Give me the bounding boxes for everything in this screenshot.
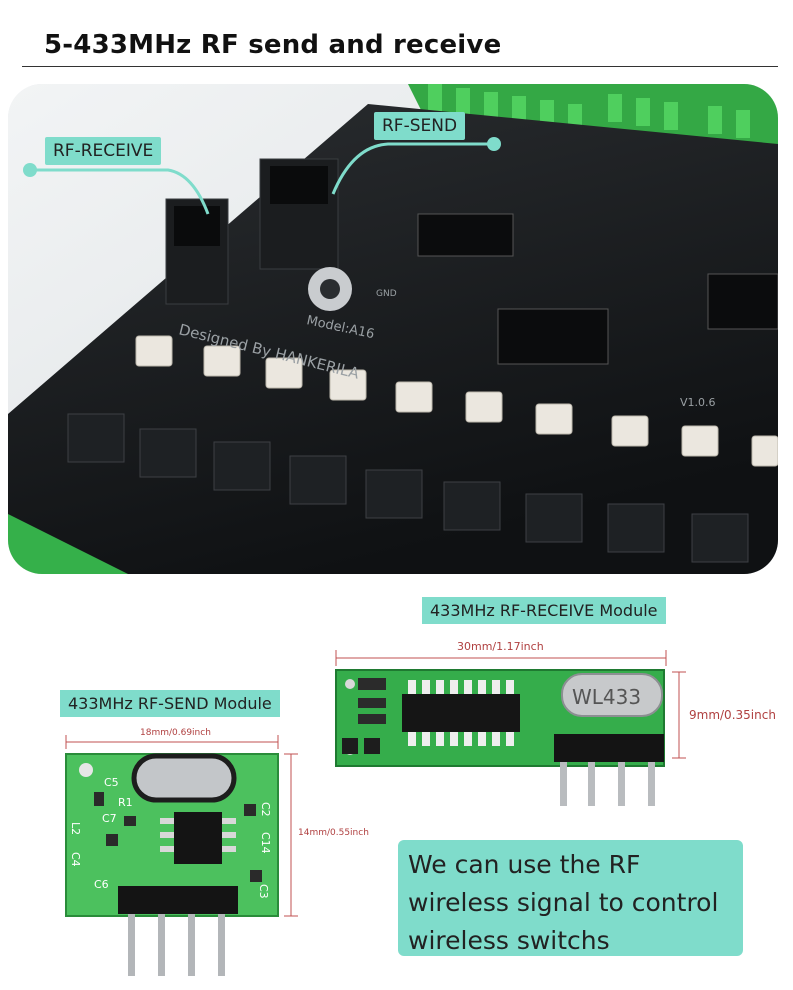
info-note: We can use the RF wireless signal to con… bbox=[398, 840, 743, 956]
send-width-label: 18mm/0.69inch bbox=[138, 728, 213, 738]
callout-lines bbox=[30, 142, 494, 215]
receive-width-dimension bbox=[335, 650, 667, 666]
silk-c5: C5 bbox=[104, 776, 119, 789]
silk-c4: C4 bbox=[69, 852, 82, 867]
pcb-photo-illustration: Designed By HANKERILA Model:A16 V1.0.6 G… bbox=[8, 84, 778, 574]
receive-crystal-text: WL433 bbox=[572, 685, 641, 709]
page-title: 5-433MHz RF send and receive bbox=[44, 30, 502, 60]
silk-c3: C3 bbox=[257, 884, 270, 899]
send-width-dimension bbox=[65, 735, 279, 749]
silk-c6: C6 bbox=[94, 878, 109, 891]
send-module-label: 433MHz RF-SEND Module bbox=[60, 690, 280, 717]
optocouplers bbox=[135, 335, 778, 467]
receive-height-dimension bbox=[672, 671, 686, 759]
receive-width-label: 30mm/1.17inch bbox=[454, 640, 547, 653]
board-gnd-text: GND bbox=[376, 289, 397, 299]
send-height-label: 14mm/0.55inch bbox=[298, 828, 369, 838]
send-silkscreen: C5 R1 C7 L2 C4 C6 C2 C14 C3 bbox=[69, 776, 272, 899]
receive-module-label: 433MHz RF-RECEIVE Module bbox=[422, 597, 666, 624]
silk-c7: C7 bbox=[102, 812, 117, 825]
silk-l2: L2 bbox=[69, 822, 82, 835]
silk-r1: R1 bbox=[118, 796, 133, 809]
send-module-board: C5 R1 C7 L2 C4 C6 C2 C14 C3 bbox=[65, 753, 279, 976]
silk-c14: C14 bbox=[259, 832, 272, 854]
pcb-photo: Designed By HANKERILA Model:A16 V1.0.6 G… bbox=[8, 84, 778, 574]
silk-c2: C2 bbox=[259, 802, 272, 817]
title-divider bbox=[22, 66, 778, 67]
receive-module-board: WL433 bbox=[335, 669, 665, 806]
pcb-board bbox=[8, 104, 778, 574]
receive-height-label: 9mm/0.35inch bbox=[689, 708, 776, 722]
rf-receive-callout: RF-RECEIVE bbox=[45, 137, 162, 165]
board-version-text: V1.0.6 bbox=[680, 396, 716, 409]
rf-send-callout: RF-SEND bbox=[374, 112, 466, 140]
rf-headers bbox=[165, 158, 339, 305]
send-height-dimension bbox=[284, 753, 298, 917]
